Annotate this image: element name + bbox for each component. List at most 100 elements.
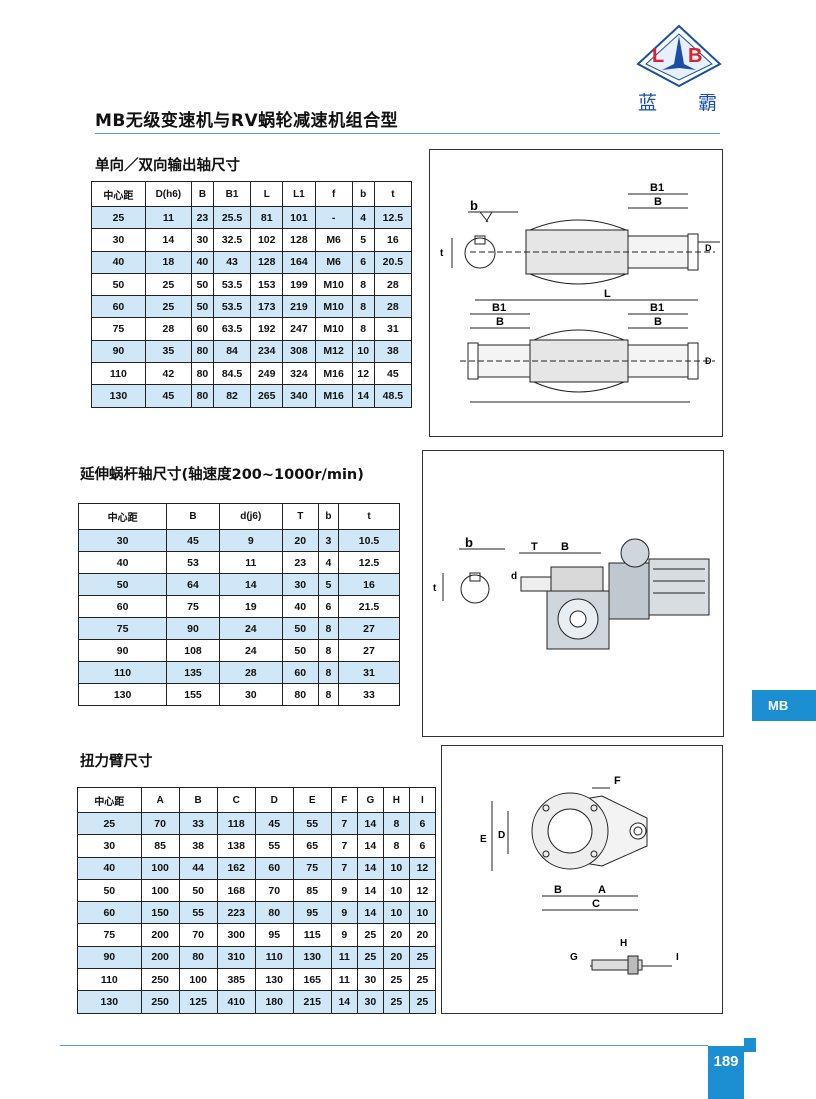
table-cell: 234 xyxy=(250,339,284,364)
table-cell: 11 xyxy=(330,968,358,992)
torque-arm-figure: F E D B A C H G I xyxy=(441,745,723,1014)
table-cell: 9 xyxy=(330,923,358,947)
table-cell: 308 xyxy=(282,339,316,364)
table-cell: 14 xyxy=(351,384,375,408)
table-cell: 28 xyxy=(373,295,413,319)
table-cell: 40 xyxy=(77,551,168,574)
table-cell: M6 xyxy=(314,250,353,274)
table-cell: 8 xyxy=(382,811,410,836)
column-header: B xyxy=(166,503,220,530)
side-tab-mb[interactable]: MB xyxy=(752,690,816,721)
logo-letter-l: L xyxy=(652,45,664,67)
table-cell: 135 xyxy=(166,661,220,684)
table-cell: 50 xyxy=(91,272,146,297)
section-title-torque-arm: 扭力臂尺寸 xyxy=(80,754,153,770)
table-cell: M6 xyxy=(314,228,353,252)
table-cell: 16 xyxy=(338,573,400,596)
table-cell: 50 xyxy=(190,272,214,297)
table-cell: 162 xyxy=(216,856,256,880)
table-cell: M10 xyxy=(314,317,353,341)
table-cell: 165 xyxy=(292,968,332,992)
output-shaft-drawing: b t B1 B D L B1 B B1 B D xyxy=(440,182,720,403)
table-cell: 8 xyxy=(317,661,340,684)
svg-text:d: d xyxy=(511,571,517,582)
table-cell: 130 xyxy=(254,968,294,992)
table-cell: 53.5 xyxy=(212,272,252,297)
table-cell: 40 xyxy=(77,856,142,880)
table-cell: 63.5 xyxy=(212,317,252,341)
table-cell: 70 xyxy=(178,923,218,947)
table-cell: 110 xyxy=(91,362,146,386)
table-cell: 340 xyxy=(282,384,316,408)
table-cell: 60 xyxy=(281,661,319,684)
table-cell: 38 xyxy=(373,339,413,364)
column-header: E xyxy=(292,787,332,813)
table-cell: 20 xyxy=(281,529,319,552)
table-cell: 25 xyxy=(91,205,146,230)
table-cell: 40 xyxy=(190,250,214,274)
table-cell: 75 xyxy=(292,856,332,880)
table-cell: 85 xyxy=(140,834,180,858)
table-cell: 80 xyxy=(190,384,214,408)
table-cell: 84 xyxy=(212,339,252,364)
table-cell: 50 xyxy=(178,878,218,903)
table-cell: 55 xyxy=(178,901,218,925)
svg-text:D: D xyxy=(705,243,712,253)
table-cell: 75 xyxy=(91,317,146,341)
table-cell: 23 xyxy=(190,205,214,230)
column-header: L1 xyxy=(282,181,316,207)
table-cell: 155 xyxy=(166,683,220,706)
table-cell: 130 xyxy=(91,384,146,408)
table-cell: 25 xyxy=(408,990,437,1014)
table-cell: 3 xyxy=(317,529,340,552)
table-cell: 24 xyxy=(218,617,283,640)
svg-text:b: b xyxy=(470,198,478,213)
table-cell: 8 xyxy=(317,639,340,662)
svg-text:I: I xyxy=(676,952,679,963)
svg-text:B: B xyxy=(496,316,504,328)
table-cell: 130 xyxy=(77,683,168,706)
table-cell: 23 xyxy=(281,551,319,574)
column-header: C xyxy=(216,787,256,813)
table-cell: 385 xyxy=(216,968,256,992)
table-cell: 19 xyxy=(218,595,283,618)
table-cell: 200 xyxy=(140,945,180,970)
table-cell: 4 xyxy=(351,205,375,230)
table-cell: 75 xyxy=(166,595,220,618)
table-cell: 30 xyxy=(218,683,283,706)
table-cell: M10 xyxy=(314,272,353,297)
table-cell: 25 xyxy=(356,923,384,947)
svg-text:L: L xyxy=(604,288,611,300)
column-header: D xyxy=(254,787,294,813)
table-cell: 60 xyxy=(77,595,168,618)
table-cell: 10.5 xyxy=(338,529,400,552)
logo-cn-1: 蓝 xyxy=(638,92,658,114)
table-cell: 199 xyxy=(282,272,316,297)
table-cell: 31 xyxy=(373,317,413,341)
table-cell: 50 xyxy=(77,573,168,596)
logo-cn-2: 霸 xyxy=(698,92,718,114)
table-cell: 50 xyxy=(190,295,214,319)
table-cell: 10 xyxy=(351,339,375,364)
table-cell: 40 xyxy=(281,595,319,618)
table-cell: 108 xyxy=(166,639,220,662)
column-header: B1 xyxy=(212,181,252,207)
table-cell: 14 xyxy=(356,811,384,836)
table-cell: 247 xyxy=(282,317,316,341)
table-cell: 8 xyxy=(382,834,410,858)
table-cell: 81 xyxy=(250,205,284,230)
table-cell: 30 xyxy=(77,834,142,858)
svg-text:T: T xyxy=(531,541,538,553)
table-cell: 8 xyxy=(351,295,375,319)
table-cell: 24 xyxy=(218,639,283,662)
table-cell: 128 xyxy=(282,228,316,252)
table-cell: 80 xyxy=(190,339,214,364)
